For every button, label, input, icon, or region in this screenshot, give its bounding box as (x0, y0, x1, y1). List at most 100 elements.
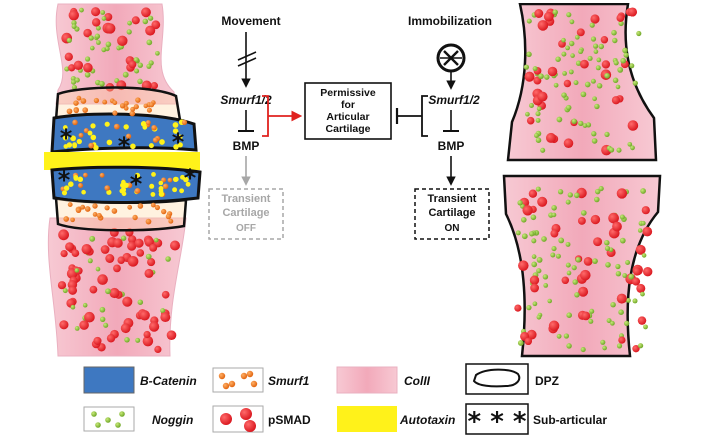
green-cell-dot (70, 75, 77, 82)
green-cell-dot (99, 80, 105, 87)
green-cell-dot (535, 137, 542, 143)
legend: B-Catenin Smurf1 ColII DPZ Noggin pSMAD … (83, 363, 607, 437)
orange-cell-dot (250, 380, 258, 388)
orange-cell-dot (130, 106, 136, 112)
yellow-cell-dot (106, 189, 112, 195)
green-cell-dot (135, 337, 141, 343)
red-cell-dot (117, 35, 128, 47)
green-cell-dot (618, 309, 624, 315)
red-cell-dot (141, 7, 151, 18)
green-cell-dot (604, 239, 610, 246)
red-cell-dot (117, 256, 125, 264)
green-cell-dot (62, 288, 68, 294)
green-cell-dot (565, 104, 572, 111)
red-cell-dot (576, 28, 585, 37)
red-cell-dot (139, 310, 150, 321)
red-cell-dot (89, 285, 98, 294)
orange-cell-dot (66, 108, 73, 115)
green-cell-dot (536, 314, 542, 320)
red-cell-dot (240, 408, 252, 420)
green-cell-dot (535, 117, 541, 123)
green-cell-dot (547, 298, 553, 304)
red-cell-dot (127, 255, 139, 267)
green-cell-dot (594, 196, 600, 203)
green-cell-dot (120, 235, 127, 241)
orange-cell-dot (73, 107, 79, 114)
red-cell-dot (113, 264, 121, 273)
green-cell-dot (596, 57, 602, 63)
yellow-cell-dot (142, 125, 148, 130)
red-cell-dot (518, 260, 529, 271)
red-cell-dot (530, 283, 539, 293)
yellow-cell-dot (81, 189, 86, 195)
orange-cell-dot (127, 204, 133, 210)
legend-subarticular-swatch (465, 403, 529, 435)
red-cell-dot (161, 290, 170, 299)
green-cell-dot (538, 73, 544, 80)
green-cell-dot (587, 55, 593, 61)
green-cell-dot (87, 258, 93, 264)
orange-cell-dot (154, 204, 160, 211)
green-cell-dot (523, 64, 530, 70)
red-cell-dot (545, 132, 557, 143)
green-cell-dot (641, 253, 647, 258)
green-cell-dot (544, 74, 550, 80)
green-cell-dot (590, 36, 597, 42)
right-box-line-3: ON (445, 223, 460, 234)
green-cell-dot (575, 256, 581, 263)
red-cell-dot (534, 9, 544, 18)
orange-cell-dot (113, 123, 120, 130)
green-cell-dot (605, 262, 611, 268)
orange-cell-dot (143, 103, 149, 109)
yellow-cell-dot (123, 124, 129, 130)
green-cell-dot (625, 260, 631, 265)
orange-cell-dot (63, 216, 70, 222)
green-cell-dot (557, 189, 564, 195)
green-cell-dot (526, 304, 532, 311)
orange-cell-dot (167, 177, 173, 183)
red-cell-dot (109, 287, 120, 299)
green-cell-dot (615, 84, 621, 90)
green-cell-dot (543, 283, 549, 288)
green-cell-dot (612, 37, 618, 44)
green-cell-dot (74, 77, 80, 83)
green-cell-dot (134, 68, 140, 74)
green-cell-dot (570, 53, 575, 58)
red-cell-dot (81, 244, 92, 255)
orange-cell-dot (218, 372, 226, 380)
yellow-cell-dot (62, 135, 69, 141)
green-cell-dot (604, 245, 611, 252)
orange-cell-dot (228, 380, 236, 388)
green-cell-dot (103, 322, 109, 328)
green-cell-dot (556, 333, 562, 339)
red-cell-dot (524, 337, 533, 346)
orange-cell-dot (111, 208, 118, 214)
red-cell-dot (160, 312, 171, 323)
left-box-line-3: OFF (236, 223, 256, 234)
green-cell-dot (133, 57, 140, 63)
green-cell-dot (536, 268, 542, 274)
red-cell-dot (120, 323, 131, 334)
red-cell-dot (149, 243, 158, 252)
green-cell-dot (640, 220, 646, 226)
green-cell-dot (632, 298, 638, 304)
green-cell-dot (535, 111, 541, 117)
green-cell-dot (606, 318, 612, 324)
green-cell-dot (561, 92, 567, 98)
red-cell-dot (600, 35, 609, 44)
red-cell-dot (58, 229, 69, 241)
green-cell-dot (598, 186, 604, 192)
orange-cell-dot (119, 103, 126, 109)
right-smurf-label: Smurf1/2 (428, 93, 480, 107)
orange-cell-dot (129, 110, 136, 117)
green-cell-dot (105, 417, 111, 423)
yellow-cell-dot (68, 181, 74, 187)
green-cell-dot (525, 111, 530, 117)
red-cell-dot (169, 240, 181, 251)
red-cell-dot (632, 345, 640, 353)
orange-cell-dot (84, 206, 91, 212)
red-cell-dot (514, 304, 522, 312)
green-cell-dot (526, 51, 532, 58)
yellow-cell-dot (158, 191, 165, 197)
red-cell-dot (563, 138, 574, 148)
